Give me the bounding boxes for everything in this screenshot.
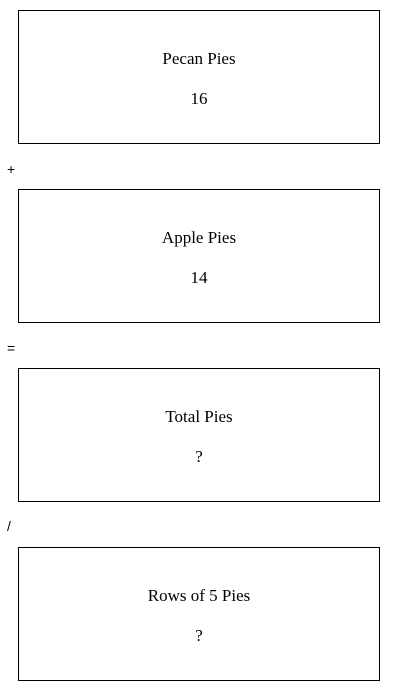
total-pies-box: Total Pies ?: [18, 368, 380, 502]
rows-of-pies-box: Rows of 5 Pies ?: [18, 547, 380, 681]
equals-operator: =: [7, 340, 16, 356]
plus-operator: +: [7, 161, 16, 177]
divide-operator: /: [7, 518, 11, 534]
box-value: 14: [190, 268, 208, 287]
box-value: 16: [190, 89, 208, 108]
box-value: ?: [195, 447, 203, 466]
box-title: Pecan Pies: [162, 49, 236, 68]
apple-pies-box: Apple Pies 14: [18, 189, 380, 323]
box-title: Apple Pies: [161, 228, 237, 247]
pecan-pies-box: Pecan Pies 16: [18, 10, 380, 144]
box-title: Rows of 5 Pies: [147, 586, 251, 605]
box-value: ?: [195, 626, 203, 645]
box-title: Total Pies: [165, 407, 233, 426]
